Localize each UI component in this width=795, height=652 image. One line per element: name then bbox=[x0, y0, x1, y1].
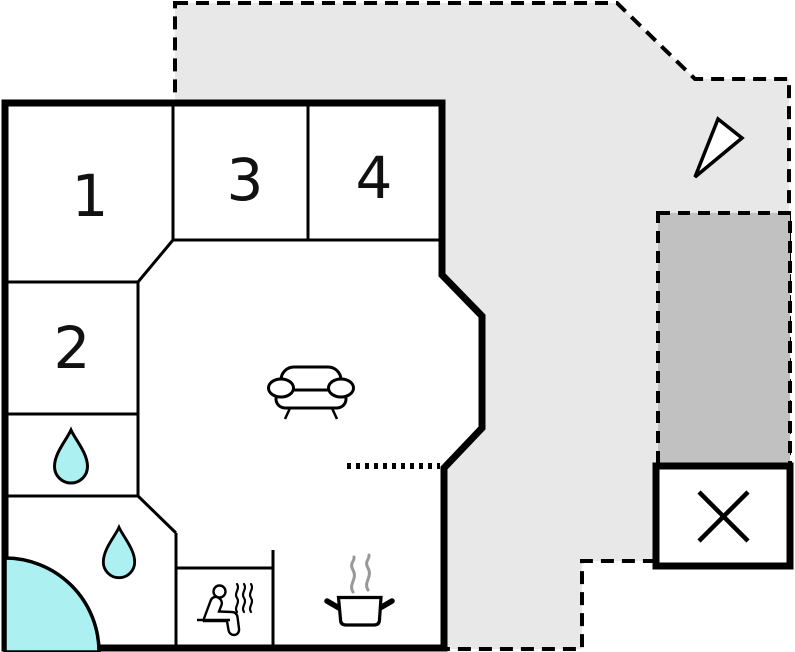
crossed-box-icon bbox=[652, 462, 794, 570]
wall-room1-diagonal bbox=[136, 239, 175, 283]
room-1-label: 1 bbox=[72, 162, 109, 230]
cooking-pot-icon bbox=[324, 595, 395, 627]
water-drop-icon-bathroom bbox=[52, 426, 90, 485]
heat-waves-icon bbox=[234, 582, 254, 614]
north-arrow-icon bbox=[693, 116, 745, 179]
wall-poolroom-diagonal bbox=[136, 494, 178, 535]
room-4-label: 4 bbox=[356, 144, 393, 212]
room-3-label: 3 bbox=[227, 146, 264, 214]
upper-terrace-area bbox=[656, 211, 792, 468]
corner-bath-icon bbox=[3, 556, 101, 652]
room-2-label: 2 bbox=[54, 314, 91, 382]
steam-icon bbox=[350, 553, 371, 594]
interior-walls bbox=[5, 103, 442, 648]
water-drop-icon-poolroom bbox=[101, 523, 137, 580]
sauna-person-icon bbox=[197, 584, 241, 637]
sofa-icon bbox=[267, 365, 355, 420]
